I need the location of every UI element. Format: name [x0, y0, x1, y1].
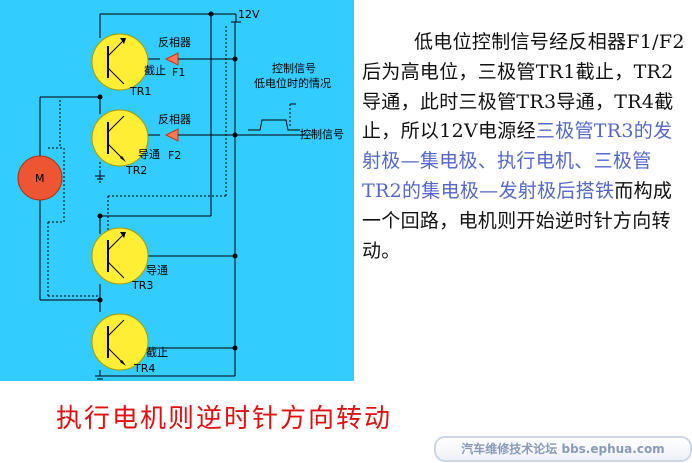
supply-label: 12V	[238, 8, 260, 21]
description-part3: 而构成一个回路，电机则开始逆时针方向转动。	[362, 179, 673, 262]
f2-label: F2	[168, 149, 181, 162]
tr3-name: TR3	[131, 279, 153, 292]
signal-caption-1: 控制信号	[272, 61, 316, 75]
transistor-tr1	[91, 33, 149, 91]
tr4-name: TR4	[133, 362, 155, 375]
description-highlight: 三极管TR3的发射极—集电极、执行电机、三极管TR2的集电极—发射极后搭铁	[362, 120, 673, 202]
tr2-state: 导通	[138, 148, 160, 161]
tr2-name: TR2	[125, 164, 147, 177]
control-signal-label: 控制信号	[300, 127, 344, 141]
tr1-name: TR1	[129, 85, 151, 98]
inverter-label-2: 反相器	[158, 113, 191, 126]
inverter-f1	[164, 52, 179, 66]
tr1-state: 截止	[144, 63, 166, 77]
tr3-state: 导通	[146, 264, 168, 277]
transistor-tr3	[91, 227, 149, 285]
transistor-tr4	[91, 313, 149, 371]
bottom-title: 执行电机则逆时针方向转动	[56, 404, 393, 434]
f1-label: F1	[172, 66, 185, 79]
forum-watermark: 汽车维修技术论坛 bbs.ephua.com	[434, 436, 692, 462]
description-text: 低电位控制信号经反相器F1/F2后为高电位，三极管TR1截止，TR2导通，此时三…	[362, 28, 688, 266]
circuit-schematic: 12V 反相器 F1 截止 TR1 反相器 F2 导通 TR2 导通 TR3 截…	[17, 8, 344, 380]
tr4-state: 截止	[146, 345, 168, 359]
motor	[17, 155, 63, 201]
description-part1: 低电位控制信号经反相器F1/F2后为高电位，三极管TR1截止，TR2导通，此时三…	[362, 31, 685, 143]
inverter-f2	[164, 128, 179, 142]
transistor-tr2	[91, 109, 149, 167]
inverter-label-1: 反相器	[158, 36, 191, 49]
circuit-diagram: 12V 反相器 F1 截止 TR1 反相器 F2 导通 TR2 导通 TR3 截…	[0, 0, 354, 381]
motor-label: M	[35, 172, 45, 185]
signal-waveform	[248, 119, 300, 131]
signal-caption-2: 低电位时的情况	[254, 76, 331, 90]
